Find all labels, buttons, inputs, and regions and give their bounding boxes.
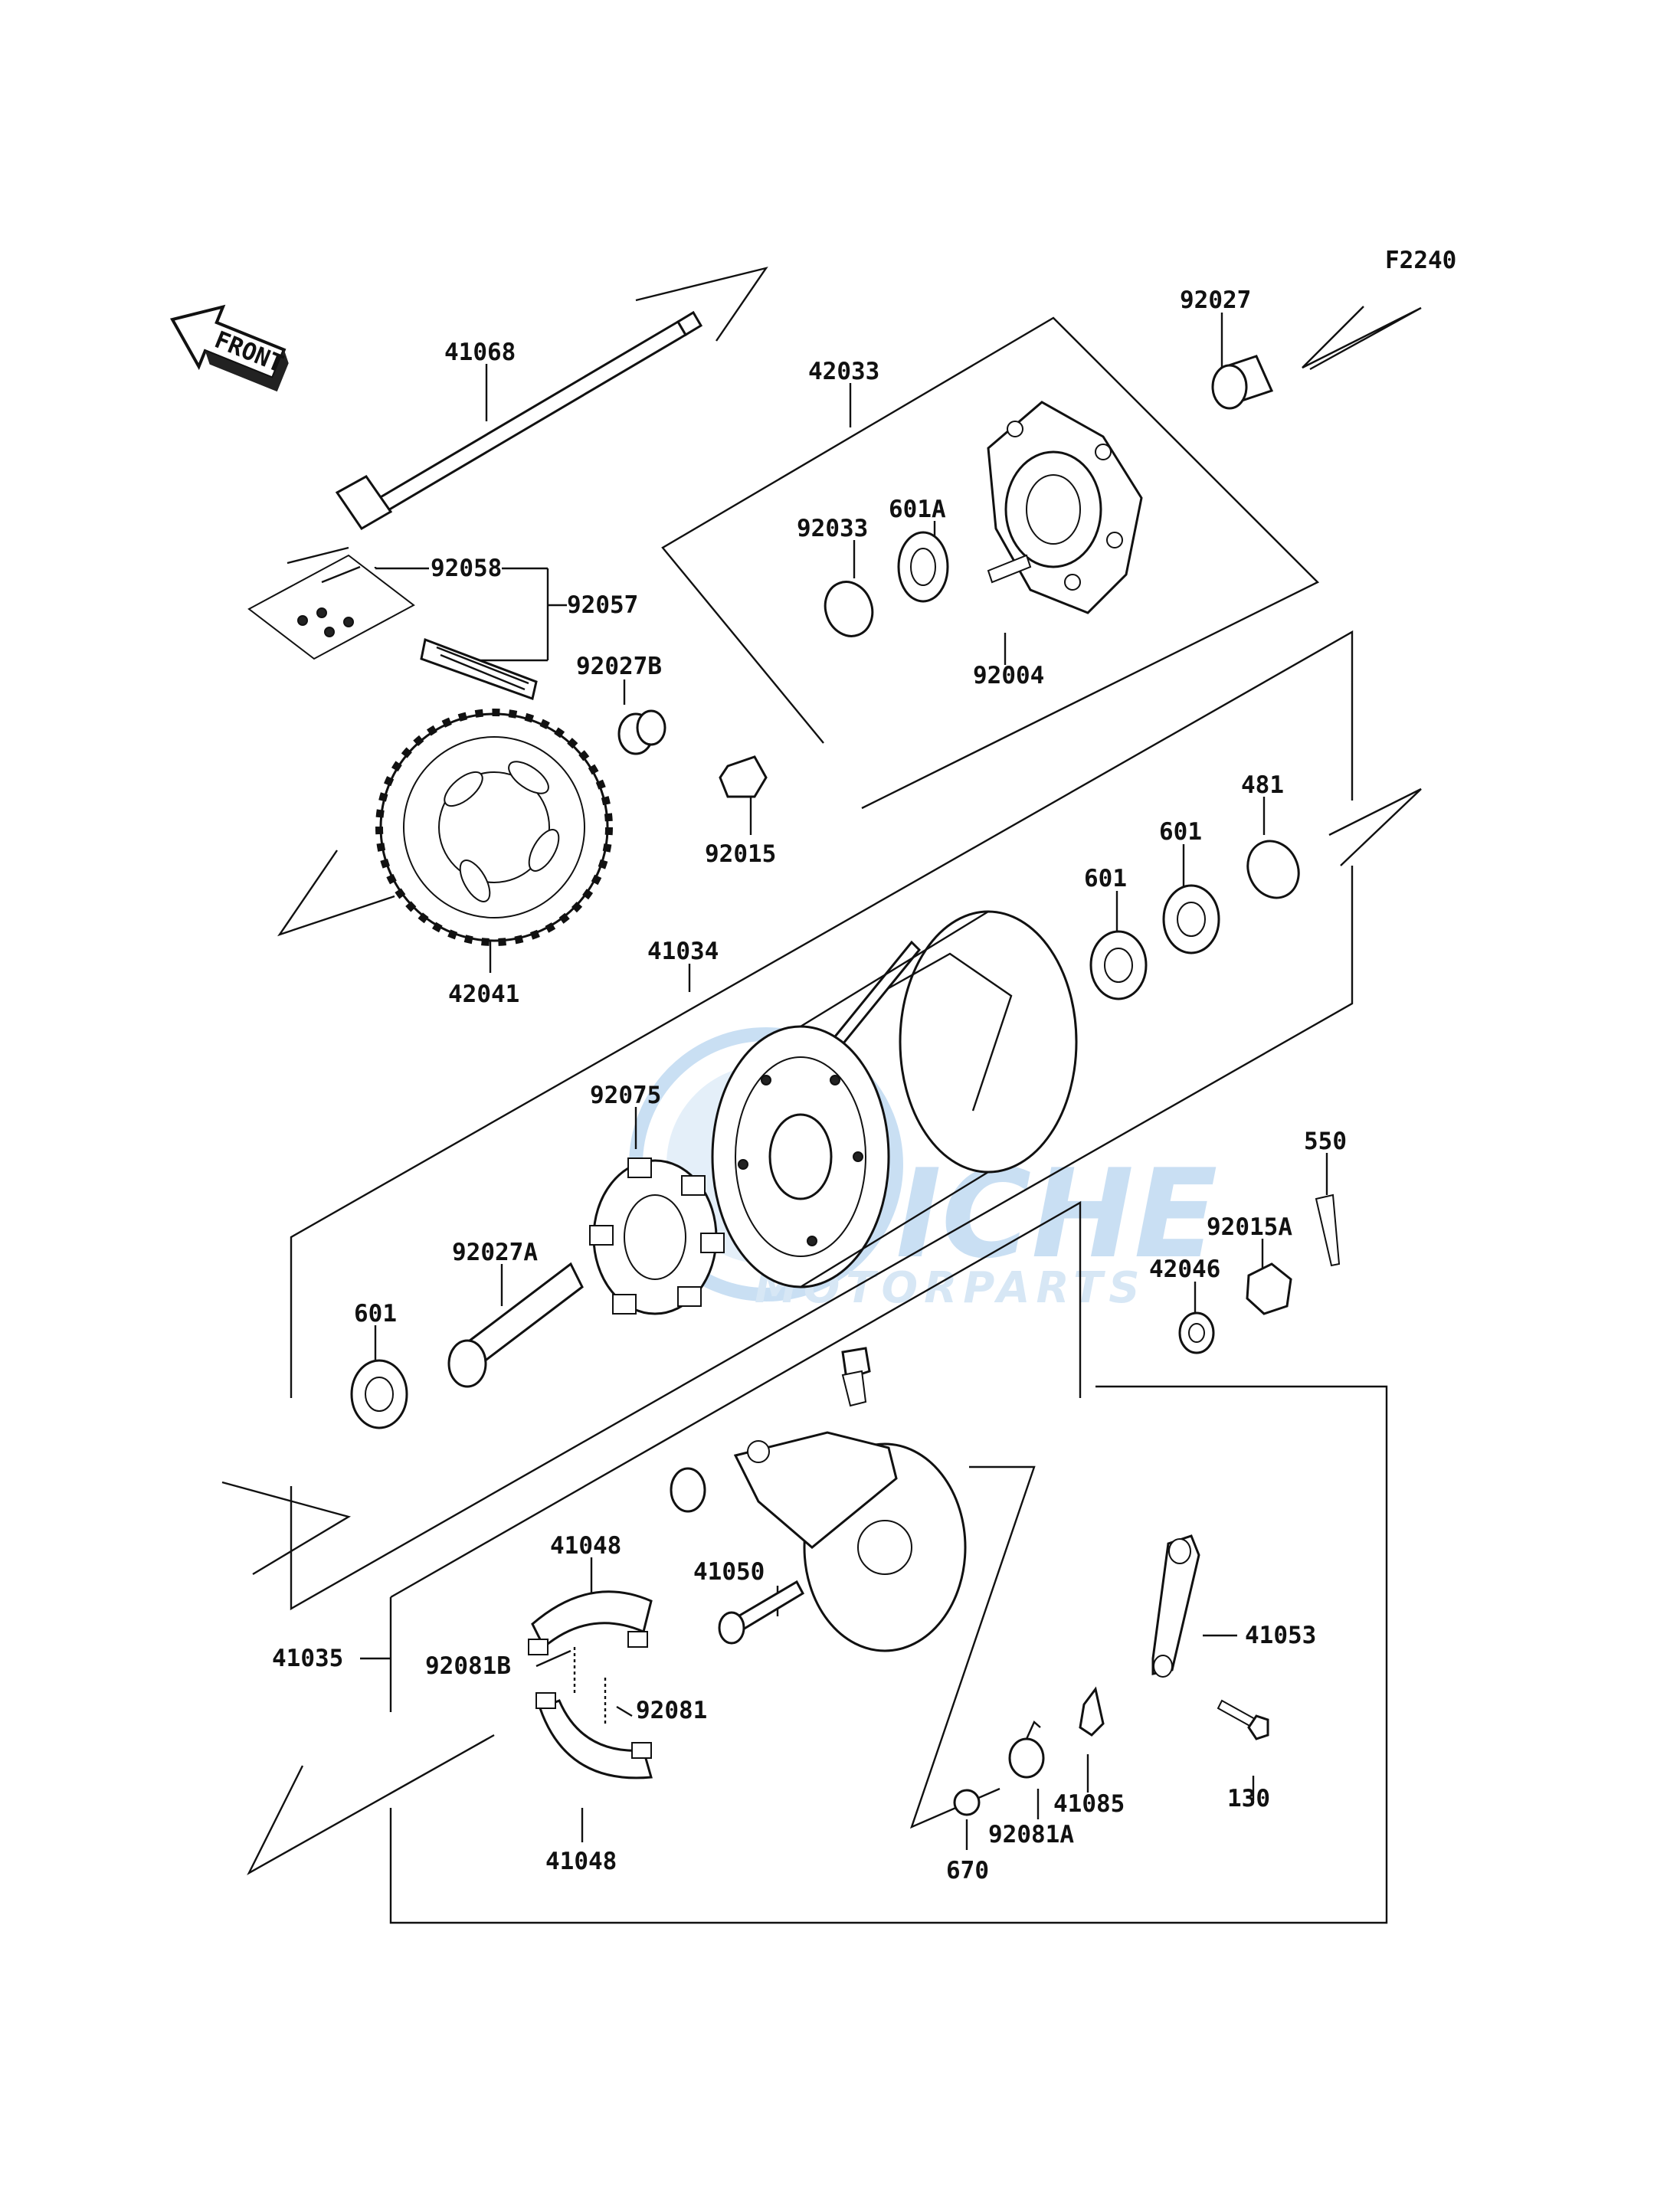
part-labels: 41068 42033 92027 601A 92033 92058 92057… (272, 286, 1347, 1884)
label-41068: 41068 (444, 339, 516, 366)
part-41050-brake-cam (718, 1580, 804, 1645)
part-601-bearing-r2 (1162, 884, 1220, 954)
part-601-bearing-l (350, 1359, 408, 1429)
label-601-r1: 601 (1084, 865, 1127, 892)
label-92081A: 92081A (988, 1821, 1074, 1848)
part-92027A-spacer (447, 1262, 584, 1388)
label-92027A: 92027A (452, 1239, 538, 1266)
label-92015A: 92015A (1207, 1213, 1292, 1241)
part-42033-sprocket-hub (987, 401, 1143, 614)
part-550-cotter-pin (1315, 1193, 1341, 1267)
part-92033-circlip (824, 581, 874, 637)
part-41048-brake-shoe-bot (535, 1692, 653, 1780)
figure-code: F2240 (1385, 247, 1456, 274)
part-41053-brake-lever (1151, 1534, 1200, 1678)
label-481: 481 (1241, 771, 1284, 799)
label-601A: 601A (889, 496, 946, 523)
part-92015A-castle-nut (1246, 1262, 1292, 1315)
part-42046-collar (1178, 1311, 1215, 1354)
part-41034-wheel-hub (711, 910, 1078, 1288)
part-41048-brake-shoe-top (528, 1590, 653, 1655)
label-92015: 92015 (705, 840, 776, 868)
label-601-l: 601 (354, 1300, 397, 1328)
label-601-r2: 601 (1159, 818, 1202, 846)
assembly-outlines (221, 267, 1422, 1924)
part-92004-stud (987, 554, 1032, 584)
label-92081B: 92081B (425, 1652, 511, 1680)
part-92027B-collar (617, 709, 666, 755)
part-601-bearing-r1 (1089, 930, 1148, 1000)
label-41048-bot: 41048 (545, 1848, 617, 1875)
part-92015-nut (719, 755, 768, 798)
part-92081A-spring (1008, 1721, 1045, 1779)
label-42046: 42046 (1149, 1256, 1220, 1283)
label-92058: 92058 (431, 555, 502, 582)
label-41034: 41034 (647, 938, 719, 965)
label-41035: 41035 (272, 1645, 343, 1672)
part-41068-axle (335, 310, 703, 530)
front-arrow-icon: FRONT (169, 304, 289, 392)
part-92027-collar (1211, 355, 1274, 410)
leader-lines (360, 313, 1328, 1850)
label-92075: 92075 (590, 1082, 661, 1109)
label-41053: 41053 (1245, 1622, 1316, 1649)
label-42041: 42041 (448, 981, 519, 1008)
label-92004: 92004 (973, 662, 1044, 689)
label-670: 670 (946, 1857, 989, 1884)
label-41048-top: 41048 (550, 1532, 621, 1560)
label-41085: 41085 (1053, 1790, 1125, 1818)
part-601A-bearing (897, 531, 949, 603)
part-481-circlip (1246, 840, 1300, 899)
part-130-bolt (1217, 1699, 1269, 1740)
part-42041-sprocket (375, 709, 613, 946)
part-41085-indicator (1079, 1686, 1105, 1737)
label-42033: 42033 (808, 358, 879, 385)
part-670-o-ring (953, 1789, 981, 1816)
label-92057: 92057 (567, 591, 638, 619)
label-130: 130 (1227, 1785, 1270, 1812)
label-92027: 92027 (1180, 286, 1251, 314)
part-92057-chain (247, 546, 538, 700)
label-92027B: 92027B (576, 653, 662, 680)
label-41050: 41050 (693, 1558, 765, 1586)
label-92033: 92033 (797, 515, 868, 542)
part-92075-damper (589, 1157, 725, 1315)
part-brake-panel (670, 1347, 967, 1652)
label-550: 550 (1304, 1128, 1347, 1155)
label-92081: 92081 (636, 1697, 707, 1724)
